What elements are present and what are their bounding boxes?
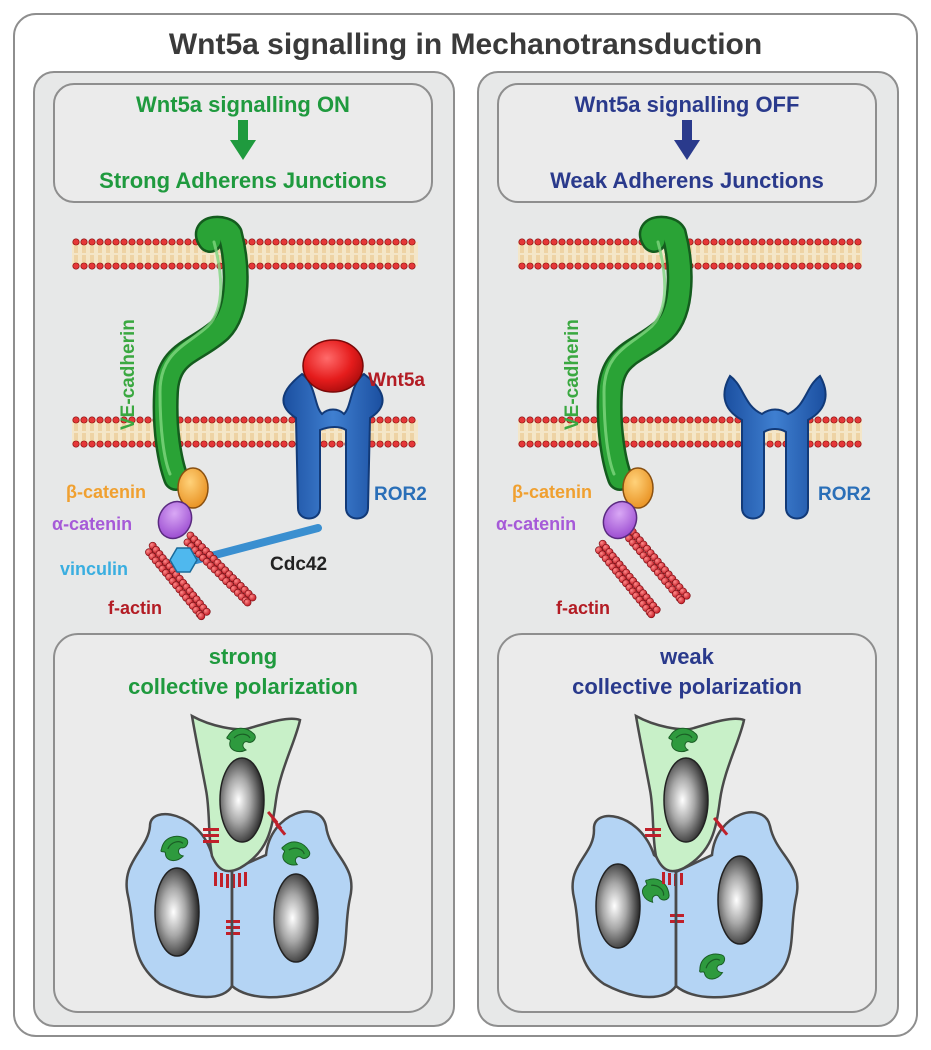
label-ve-cadherin: VE-cadherin bbox=[562, 319, 583, 430]
figure-title: Wnt5a signalling in Mechanotransduction bbox=[169, 28, 762, 61]
ve-cadherin-molecule bbox=[596, 215, 693, 491]
vinculin-protein bbox=[169, 547, 198, 573]
beta-catenin-protein bbox=[177, 467, 209, 509]
ror2-receptor bbox=[723, 374, 827, 520]
arrow-down-icon bbox=[230, 120, 256, 160]
wnt5a-ligand bbox=[302, 339, 364, 393]
label-beta-catenin: β-catenin bbox=[66, 482, 146, 502]
alpha-catenin-protein bbox=[602, 500, 638, 540]
adherens-junctions bbox=[203, 810, 287, 935]
cdc42-link bbox=[192, 524, 322, 564]
panel-on-polarization-line2: collective polarization bbox=[128, 674, 358, 699]
label-ve-cadherin: VE-cadherin bbox=[118, 319, 139, 430]
panel-on-header-line2: Strong Adherens Junctions bbox=[99, 168, 387, 193]
nucleus-left bbox=[154, 867, 200, 957]
f-actin-filaments bbox=[145, 531, 257, 621]
panel-on-polarization-line1: strong bbox=[209, 644, 277, 669]
cell-cluster-weak bbox=[571, 713, 799, 999]
nucleus-leader bbox=[219, 757, 265, 843]
nucleus-left bbox=[595, 863, 641, 949]
panel-off-polarization-line2: collective polarization bbox=[572, 674, 802, 699]
label-ror2: ROR2 bbox=[374, 484, 427, 505]
label-f-actin: f-actin bbox=[556, 598, 610, 618]
label-vinculin: vinculin bbox=[60, 559, 128, 579]
ror2-receptor bbox=[282, 372, 384, 520]
panel-on-header-line1: Wnt5a signalling ON bbox=[136, 92, 350, 117]
nucleus-right bbox=[273, 873, 319, 963]
label-f-actin: f-actin bbox=[108, 598, 162, 618]
panel-on: Wnt5a signalling ON Strong Adherens Junc… bbox=[33, 71, 455, 1027]
nucleus-leader bbox=[663, 757, 709, 843]
nucleus-right bbox=[717, 855, 763, 945]
cell-cluster-strong bbox=[125, 713, 353, 999]
label-beta-catenin: β-catenin bbox=[512, 482, 592, 502]
label-alpha-catenin: α-catenin bbox=[52, 514, 132, 534]
panel-off-header-line2: Weak Adherens Junctions bbox=[550, 168, 824, 193]
f-actin-filaments bbox=[595, 527, 691, 619]
beta-catenin-protein bbox=[622, 467, 654, 509]
label-cdc42: Cdc42 bbox=[270, 554, 327, 575]
label-alpha-catenin: α-catenin bbox=[496, 514, 576, 534]
label-ror2: ROR2 bbox=[818, 484, 871, 505]
panel-off: Wnt5a signalling OFF Weak Adherens Junct… bbox=[477, 71, 899, 1027]
panel-off-polarization-line1: weak bbox=[659, 644, 715, 669]
arrow-down-icon bbox=[674, 120, 700, 160]
ve-cadherin-molecule bbox=[152, 215, 249, 491]
panel-off-header-line1: Wnt5a signalling OFF bbox=[575, 92, 800, 117]
label-wnt5a: Wnt5a bbox=[368, 370, 425, 391]
alpha-catenin-protein bbox=[157, 500, 193, 540]
